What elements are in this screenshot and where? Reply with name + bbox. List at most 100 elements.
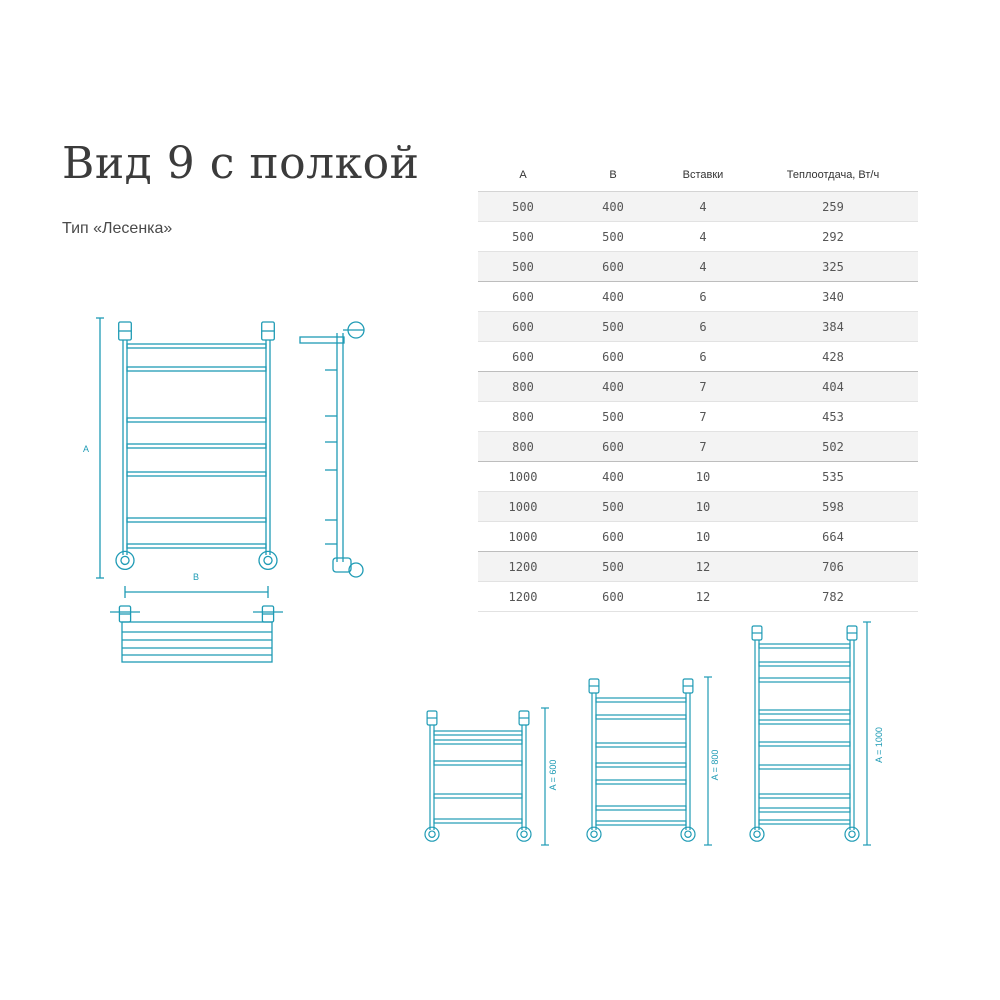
rung [433,739,523,745]
table-cell: 1000 [478,461,568,492]
table-cell: 598 [748,491,918,522]
rung [126,471,267,477]
rung [126,543,267,549]
shelf-side [299,336,345,344]
table-cell: 428 [748,341,918,372]
valve-bottom [749,826,765,842]
rung [433,793,523,799]
valve-bottom [424,826,440,842]
column-header-b: B [568,159,658,192]
table-cell: 706 [748,551,918,582]
table-cell: 535 [748,461,918,492]
rung [595,714,687,720]
table-cell: 600 [568,581,658,612]
table-cell: 453 [748,401,918,432]
rung [758,709,851,715]
table-cell: 800 [478,371,568,402]
column-header-heat-output: Теплоотдача, Вт/ч [748,159,918,192]
table-cell: 782 [748,581,918,612]
table-cell: 10 [658,521,748,552]
column-header-inserts: Вставки [658,159,748,192]
valve-bottom-inner [848,830,856,838]
table-cell: 4 [658,251,748,282]
table-cell: 600 [478,281,568,312]
valve-bottom-inner [684,830,692,838]
table-cell: 800 [478,401,568,432]
valve-bottom [680,826,696,842]
table-cell: 500 [478,221,568,252]
side-view-drawing [299,321,365,578]
table-cell: 6 [658,281,748,312]
table-cell: 292 [748,221,918,252]
valve-bottom [586,826,602,842]
table-cell: 400 [568,461,658,492]
rung [126,343,267,349]
valve-bottom-inner [753,830,761,838]
rung [758,677,851,683]
top-view-shelf-drawing [110,605,283,663]
table-cell: 12 [658,551,748,582]
rung [758,643,851,649]
side-foot-valve [348,562,364,578]
rung [595,779,687,785]
valve-bottom-inner [428,830,436,838]
valve-bottom-inner [520,830,528,838]
valve-bottom [516,826,532,842]
dimension-label-b: B [193,572,199,582]
rung [758,819,851,825]
table-cell: 10 [658,461,748,492]
rung [595,742,687,748]
rung [433,730,523,736]
rung [595,805,687,811]
table-cell: 340 [748,281,918,312]
table-cell: 664 [748,521,918,552]
page-title: Вид 9 с полкой [62,138,420,189]
front-view-drawing [96,317,278,598]
column-header-a: A [478,159,568,192]
table-cell: 600 [568,521,658,552]
table-cell: 500 [478,191,568,222]
shelf-frame [121,621,273,663]
valve-bottom [258,550,278,571]
table-cell: 400 [568,371,658,402]
rung [126,517,267,523]
rung [433,760,523,766]
table-cell: 7 [658,371,748,402]
table-cell: 600 [478,341,568,372]
table-cell: 325 [748,251,918,282]
table-header-row: A B Вставки Теплоотдача, Вт/ч [478,159,918,192]
table-cell: 1000 [478,521,568,552]
size-variant-800-drawing [586,676,712,846]
table-cell: 500 [568,401,658,432]
page-subtitle: Тип «Лесенка» [62,220,173,237]
rung [758,764,851,770]
table-cell: 600 [478,311,568,342]
valve-bottom-inner [120,555,130,566]
valve-bottom [844,826,860,842]
valve-bottom-inner [263,555,273,566]
table-cell: 1200 [478,551,568,582]
table-cell: 502 [748,431,918,462]
table-cell: 500 [568,551,658,582]
table-cell: 10 [658,491,748,522]
rung [126,366,267,372]
table-cell: 600 [568,341,658,372]
valve-bottom-inner [590,830,598,838]
table-cell: 400 [568,191,658,222]
table-cell: 500 [568,491,658,522]
table-cell: 500 [568,311,658,342]
rung [758,661,851,667]
table-cell: 6 [658,341,748,372]
